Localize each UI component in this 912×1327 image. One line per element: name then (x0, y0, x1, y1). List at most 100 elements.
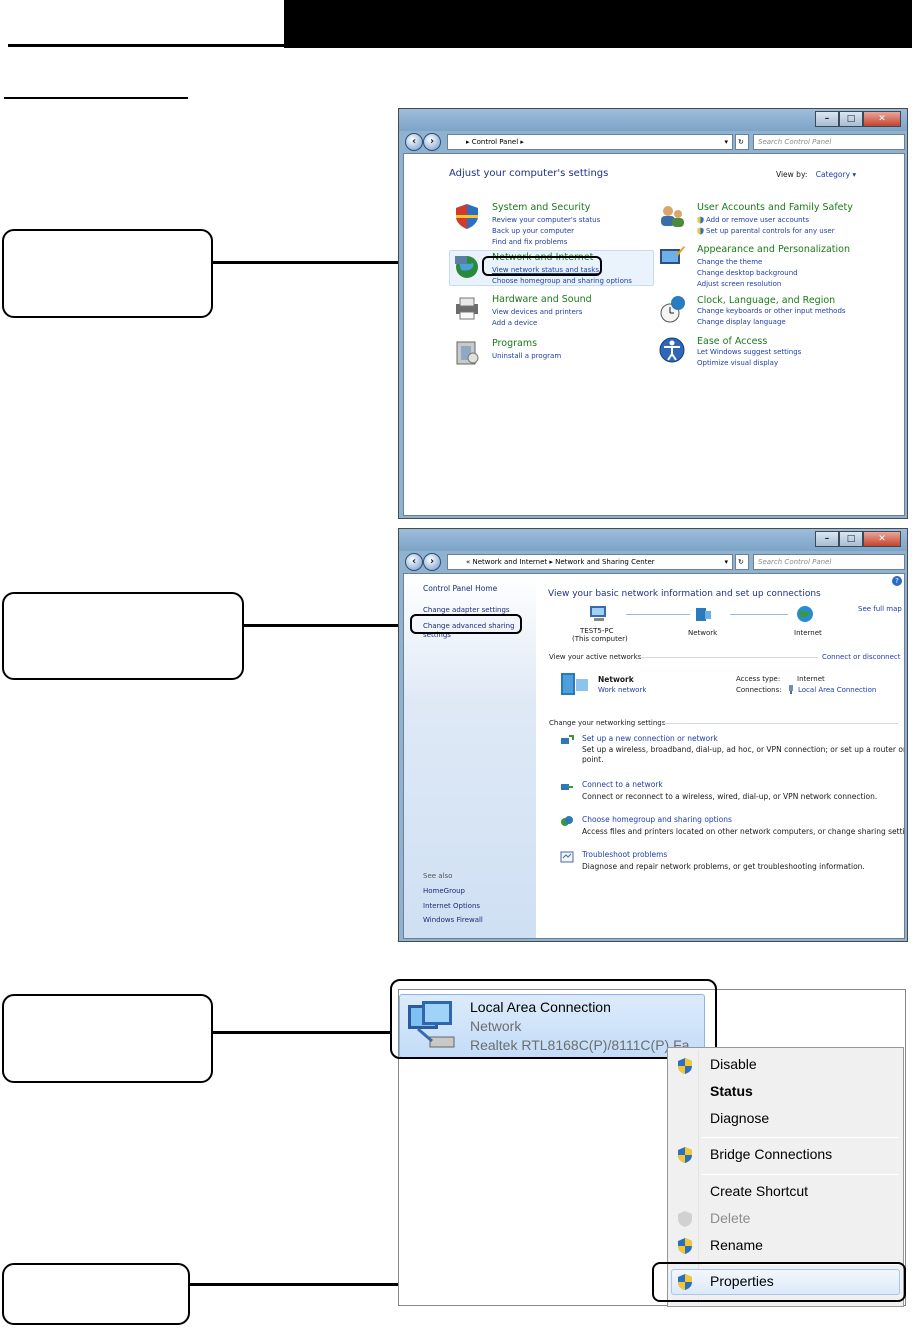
category-link[interactable]: Set up parental controls for any user (706, 227, 835, 235)
category-link[interactable]: Change keyboards or other input methods (697, 307, 846, 315)
sidebar-item-control-panel-home[interactable]: Control Panel Home (423, 584, 498, 593)
ease-of-access-icon[interactable] (658, 336, 686, 364)
access-type-value: Internet (797, 675, 825, 683)
category-link[interactable]: View devices and printers (492, 308, 583, 316)
connect-disconnect-link[interactable]: Connect or disconnect (822, 653, 901, 661)
category-link[interactable]: Add or remove user accounts (706, 216, 809, 224)
shield-icon[interactable] (453, 202, 481, 230)
highlight-connection-tile (390, 979, 717, 1059)
menu-item-diagnose[interactable]: Diagnose (710, 1110, 770, 1126)
map-link-line (730, 614, 788, 615)
dropdown-arrow-icon[interactable]: ▾ (724, 138, 728, 146)
category-link[interactable]: Find and fix problems (492, 238, 568, 246)
network-bench-icon (561, 673, 588, 695)
globe-icon[interactable] (453, 252, 481, 280)
category-link[interactable]: Change the theme (697, 258, 763, 266)
local-area-connection-link[interactable]: Local Area Connection (798, 686, 877, 694)
category-title[interactable]: Ease of Access (697, 336, 768, 347)
shield-icon (678, 1058, 692, 1074)
category-link[interactable]: Change display language (697, 318, 786, 326)
task-desc: Set up a wireless, broadband, dial-up, a… (582, 745, 905, 754)
category-title[interactable]: Clock, Language, and Region (697, 295, 836, 306)
active-networks-label: View your active networks (549, 653, 642, 661)
sidebar-item-homegroup[interactable]: HomeGroup (423, 887, 465, 895)
sidebar-item-change-advanced-sharing[interactable]: Change advanced sharing (423, 622, 515, 630)
minimize-icon[interactable]: – (815, 531, 839, 547)
breadcrumb-control-panel[interactable]: Control Panel (471, 138, 519, 146)
menu-gutter (698, 1050, 699, 1304)
appearance-icon[interactable] (658, 244, 686, 272)
category-link[interactable]: Add a device (492, 319, 538, 327)
help-icon[interactable]: ? (892, 576, 902, 586)
chevron-down-icon[interactable]: ▾ (852, 170, 857, 179)
search-input[interactable]: Search Control Panel (753, 134, 905, 150)
category-title[interactable]: Appearance and Personalization (697, 244, 850, 255)
network-adapter-icon (408, 1001, 455, 1048)
task-setup-connection[interactable]: Set up a new connection or network (582, 734, 718, 743)
menu-item-status[interactable]: Status (710, 1083, 753, 1099)
category-title[interactable]: System and Security (492, 202, 591, 213)
category-title[interactable]: Programs (492, 338, 538, 349)
category-link[interactable]: Let Windows suggest settings (697, 348, 802, 356)
task-desc: Access files and printers located on oth… (582, 827, 905, 836)
refresh-icon[interactable]: ↻ (735, 554, 749, 570)
maximize-icon[interactable]: □ (839, 531, 863, 547)
back-icon[interactable]: ‹ (405, 553, 423, 571)
breadcrumb-network-sharing-center[interactable]: Network and Sharing Center (555, 558, 655, 566)
homegroup-icon (561, 816, 573, 826)
new-connection-icon (561, 735, 574, 744)
sidebar-item-change-adapter[interactable]: Change adapter settings (423, 606, 510, 614)
menu-item-rename[interactable]: Rename (710, 1237, 763, 1253)
maximize-icon[interactable]: □ (839, 111, 863, 127)
category-user-accounts: User Accounts and Family Safety Add or r… (658, 202, 898, 235)
category-link[interactable]: Back up your computer (492, 227, 575, 235)
menu-item-create-shortcut[interactable]: Create Shortcut (710, 1183, 809, 1199)
task-homegroup-sharing[interactable]: Choose homegroup and sharing options (582, 815, 732, 824)
access-type-label: Access type: (736, 675, 781, 683)
forward-icon[interactable]: › (423, 133, 441, 151)
sidebar-item-change-advanced-sharing-2[interactable]: settings (423, 631, 451, 639)
sidebar-item-windows-firewall[interactable]: Windows Firewall (423, 916, 483, 924)
menu-item-disable[interactable]: Disable (710, 1056, 757, 1072)
category-title[interactable]: Hardware and Sound (492, 294, 592, 305)
category-link[interactable]: Change desktop background (697, 269, 798, 277)
clock-icon[interactable] (658, 295, 686, 323)
category-link[interactable]: Choose homegroup and sharing options (492, 277, 632, 285)
category-link[interactable]: Optimize visual display (697, 359, 779, 367)
callout-2-leader (244, 624, 412, 627)
menu-item-properties[interactable]: Properties (710, 1273, 774, 1289)
category-ease-of-access: Ease of Access Let Windows suggest setti… (658, 336, 898, 367)
map-network-label: Network (688, 629, 718, 637)
control-panel-window: – □ ✕ ‹ › ▸ Control Panel ▸ ▾ ↻ Search C… (398, 108, 908, 519)
category-link[interactable]: Uninstall a program (492, 352, 562, 360)
programs-icon[interactable] (453, 338, 481, 366)
network-type-link[interactable]: Work network (598, 686, 647, 694)
internet-globe-icon (797, 606, 813, 622)
view-network-status-link[interactable]: View network status and tasks (492, 266, 599, 274)
minimize-icon[interactable]: – (815, 111, 839, 127)
task-connect-network[interactable]: Connect to a network (582, 780, 663, 789)
category-link[interactable]: Adjust screen resolution (697, 280, 782, 288)
category-title[interactable]: User Accounts and Family Safety (697, 202, 853, 213)
printer-icon[interactable] (453, 294, 481, 322)
address-bar[interactable]: ▸ Control Panel ▸ ▾ (447, 134, 733, 150)
category-link[interactable]: Review your computer's status (492, 216, 601, 224)
dropdown-arrow-icon[interactable]: ▾ (724, 558, 728, 566)
back-icon[interactable]: ‹ (405, 133, 423, 151)
users-icon[interactable] (658, 202, 686, 230)
title-bar (399, 109, 907, 131)
view-by-dropdown[interactable]: Category (815, 170, 851, 179)
menu-item-bridge-connections[interactable]: Bridge Connections (710, 1146, 833, 1162)
see-full-map-link[interactable]: See full map (858, 605, 902, 613)
forward-icon[interactable]: › (423, 553, 441, 571)
sidebar-item-internet-options[interactable]: Internet Options (423, 902, 481, 910)
refresh-icon[interactable]: ↻ (735, 134, 749, 150)
close-icon[interactable]: ✕ (863, 531, 901, 547)
close-icon[interactable]: ✕ (863, 111, 901, 127)
breadcrumb-network-internet[interactable]: Network and Internet (472, 558, 548, 566)
connection-tile[interactable]: Local Area Connection Network Realtek RT… (399, 994, 705, 1058)
menu-item-delete[interactable]: Delete (710, 1210, 751, 1226)
search-input[interactable]: Search Control Panel (753, 554, 905, 570)
task-troubleshoot[interactable]: Troubleshoot problems (582, 850, 668, 859)
address-bar[interactable]: « Network and Internet ▸ Network and Sha… (447, 554, 733, 570)
